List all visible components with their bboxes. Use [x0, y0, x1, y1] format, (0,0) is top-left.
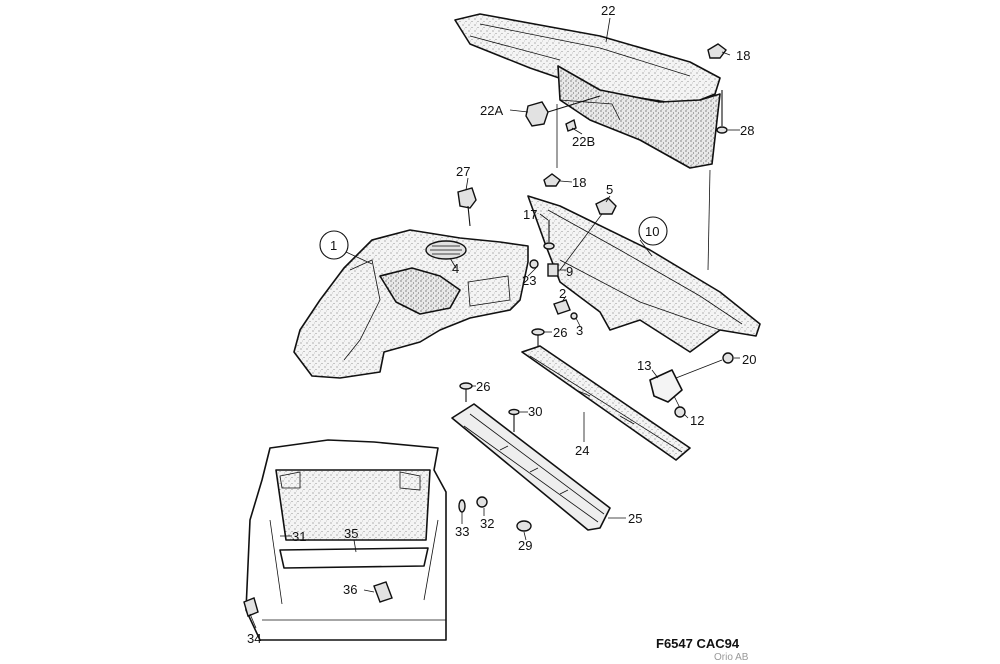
trunk-lid-view — [245, 439, 447, 641]
callout-10: 10 — [645, 224, 659, 239]
part-25-scuff-plate — [451, 403, 611, 531]
part-3-screw — [570, 312, 578, 320]
callout-2: 2 — [559, 286, 566, 301]
callout-5: 5 — [606, 182, 613, 197]
callout-29: 29 — [518, 538, 532, 553]
part-13-cover — [649, 359, 723, 409]
callout-34: 34 — [247, 631, 261, 646]
part-20-nut — [722, 352, 734, 364]
callout-27: 27 — [456, 164, 470, 179]
callout-36: 36 — [343, 582, 357, 597]
callout-circle-1 — [319, 230, 349, 260]
callout-35: 35 — [344, 526, 358, 541]
callout-23: 23 — [522, 273, 536, 288]
callout-22b: 22B — [572, 134, 595, 149]
callout-18: 18 — [572, 175, 586, 190]
brand-watermark: Orio AB — [714, 652, 749, 663]
part-12-nut — [674, 406, 686, 418]
part-32-screw — [476, 496, 488, 508]
callout-1: 1 — [330, 238, 337, 253]
callout-labels: 22 18 22A 22B 28 27 18 5 17 10 1 4 23 9 … — [247, 3, 756, 646]
callout-26: 26 — [476, 379, 490, 394]
callout-24: 24 — [575, 443, 589, 458]
callout-22: 22 — [601, 3, 615, 18]
part-1-side-trim — [293, 229, 529, 379]
part-34-hinge — [243, 597, 259, 617]
callout-26: 26 — [553, 325, 567, 340]
part-18-clip-top — [707, 43, 727, 59]
guide-line — [707, 169, 711, 271]
part-26-clip-lower — [459, 382, 473, 402]
part-9-clip — [547, 263, 559, 277]
part-27-bracket — [457, 187, 477, 227]
part-33-washer — [458, 499, 466, 513]
callout-9: 9 — [566, 264, 573, 279]
part-29-plug — [516, 520, 532, 532]
callout-13: 13 — [637, 358, 651, 373]
callout-31: 31 — [292, 529, 306, 544]
part-36-catch — [373, 581, 393, 603]
callout-28: 28 — [740, 123, 754, 138]
part-18-clip-mid — [543, 173, 561, 187]
callout-32: 32 — [480, 516, 494, 531]
leader-lines — [249, 17, 740, 629]
callout-circle-10 — [638, 216, 668, 246]
part-17-stud — [543, 220, 555, 250]
callout-12: 12 — [690, 413, 704, 428]
callout-4: 4 — [452, 261, 459, 276]
part-26-clip-upper — [531, 328, 545, 346]
part-30-clip — [508, 408, 520, 432]
part-22-parcel-shelf — [454, 13, 721, 169]
callout-25: 25 — [628, 511, 642, 526]
callout-20: 20 — [742, 352, 756, 367]
callout-22a: 22A — [480, 103, 503, 118]
part-5-clip — [559, 197, 617, 271]
callout-17: 17 — [523, 207, 537, 222]
callout-33: 33 — [455, 524, 469, 539]
callout-30: 30 — [528, 404, 542, 419]
callout-3: 3 — [576, 323, 583, 338]
part-22b-screw — [565, 118, 577, 132]
part-2-clip — [553, 299, 571, 315]
part-28-bolt — [716, 90, 728, 134]
figure-code: F6547 CAC94 — [656, 636, 740, 651]
part-23-screw — [529, 259, 539, 269]
part-24-sill-rail — [521, 345, 691, 461]
callout-18: 18 — [736, 48, 750, 63]
